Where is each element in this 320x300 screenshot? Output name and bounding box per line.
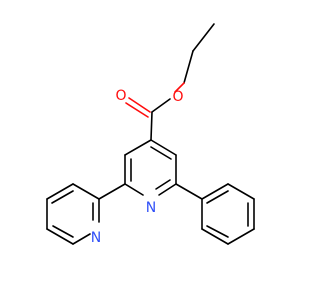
ph-c1-c2-inner [206,190,229,204]
bond-ethyl-ch3 [192,23,215,52]
bond-carbonyl-double-b [125,102,149,118]
bond-carbonyl-ring [150,111,153,141]
ph-c5-c6-inner [206,225,229,238]
structure-diagram: O O N N [0,0,300,300]
pyr-c5-c6-inner [52,225,74,238]
bond-carbonyl-double-a [128,97,151,113]
ph-c2-c3 [227,183,255,200]
background [0,0,300,300]
ring-c4-c5-inner [150,146,172,160]
atom-o-carbonyl: O [115,88,126,104]
bond-phenyl-link [175,183,203,200]
pyr-c3-c4-inner [51,190,74,204]
pyr-c6-n [72,233,91,245]
atom-n-central: N [146,200,156,216]
ring-c4-c5 [150,139,177,156]
ring-c6-n1 [158,183,177,196]
ph-c5-c6 [201,228,229,245]
atom-n-pyridyl: N [91,230,101,246]
pyr-c5-c6 [46,228,74,245]
bond-ester-o-ch2 [174,82,185,93]
ring-c2-n1 [124,183,144,196]
bond-pyridyl-link [98,183,126,200]
atom-o-ester: O [172,89,183,105]
ph-c4-c5 [227,228,255,245]
pyr-c2-c3 [72,183,100,200]
ring-c4-c3 [124,139,152,156]
bond-carbonyl-c-ester-o [151,98,171,113]
pyr-c3-c4 [46,183,74,200]
bond-ethyl-ch2 [183,50,194,84]
ring-c6-n1-inner [155,179,171,190]
ph-c1-c2 [201,183,229,200]
